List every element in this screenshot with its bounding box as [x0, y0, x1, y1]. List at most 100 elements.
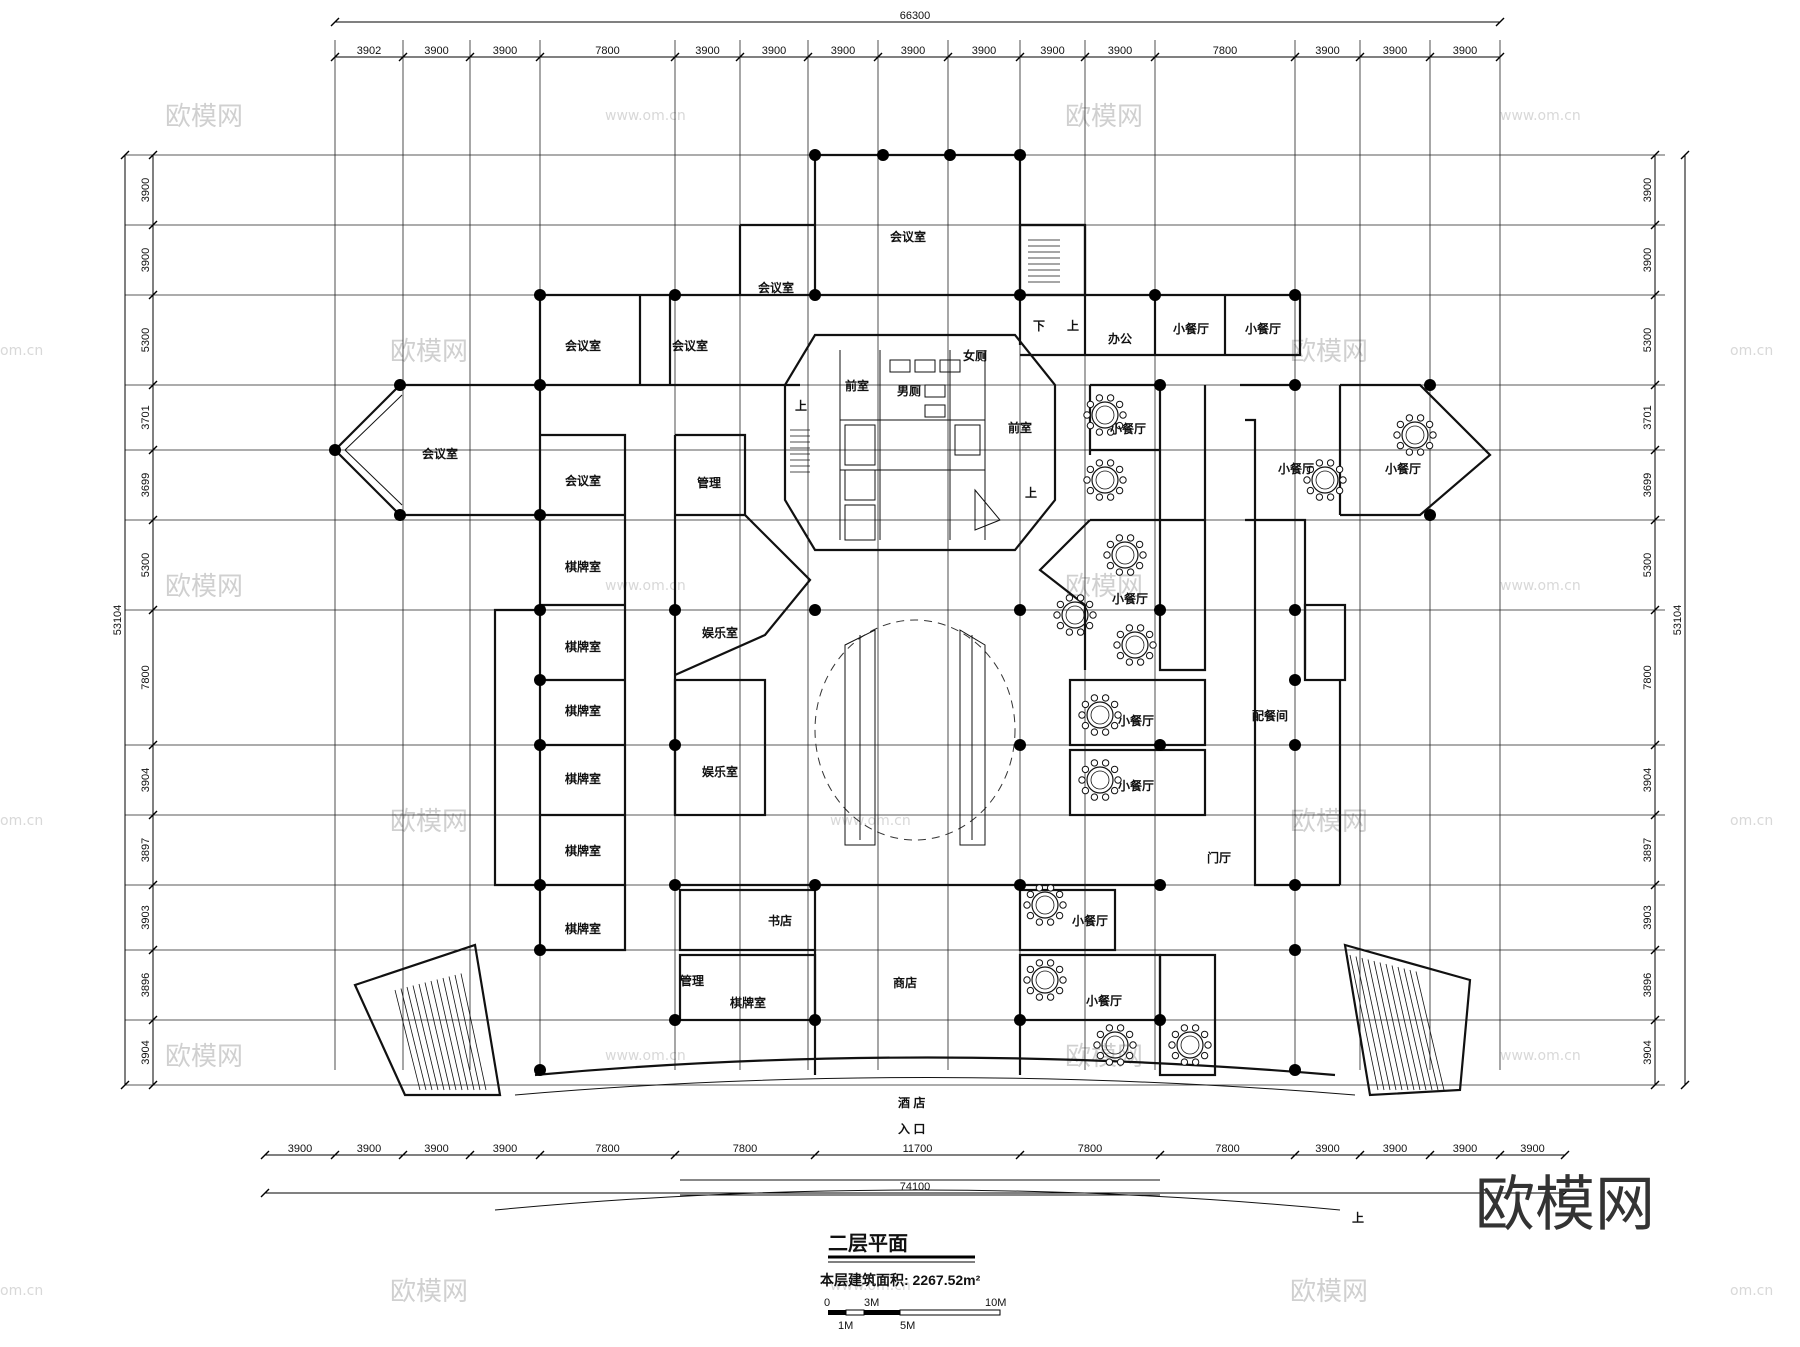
room-small-dining: 小餐厅	[1112, 591, 1148, 606]
room-small-dining: 小餐厅	[1072, 913, 1108, 928]
chair	[1046, 884, 1055, 892]
dining-table-top	[1315, 470, 1335, 490]
structural-column	[1014, 879, 1026, 891]
structural-column	[1149, 289, 1161, 301]
structural-column	[534, 1064, 546, 1076]
room-chess: 棋牌室	[565, 771, 601, 786]
chair	[1136, 658, 1145, 666]
chair	[1180, 1058, 1189, 1066]
chair	[1110, 721, 1119, 730]
chair	[1106, 493, 1115, 501]
structural-column	[1154, 879, 1166, 891]
chair	[1086, 486, 1095, 495]
label-stair-up: 上	[1025, 485, 1037, 500]
dim-top: 7800	[595, 45, 619, 57]
structural-column	[1014, 1014, 1026, 1026]
dining-table	[1121, 631, 1149, 659]
stair-tread	[418, 983, 445, 1091]
room-office: 办公	[1108, 331, 1132, 346]
dim-tick	[148, 445, 158, 455]
dim-tick	[1650, 290, 1660, 300]
structural-column	[809, 604, 821, 616]
dining-table	[1086, 766, 1114, 794]
dining-table-top	[1095, 405, 1115, 425]
structural-column	[534, 879, 546, 891]
dim-side: 5300	[140, 328, 152, 352]
chair	[1095, 493, 1104, 501]
dim-tick	[330, 52, 340, 62]
chair	[1056, 600, 1065, 609]
label-stair-down: 下	[1033, 319, 1045, 333]
dim-tick	[1650, 880, 1660, 890]
chair	[1135, 561, 1144, 570]
label-entrance: 入 口	[898, 1122, 925, 1136]
dim-tick	[120, 150, 130, 160]
stair-tread	[1373, 960, 1403, 1091]
dim-tick	[465, 1150, 475, 1160]
chair	[1078, 711, 1086, 719]
chair	[1055, 890, 1064, 899]
structural-column	[329, 444, 341, 456]
chair	[1046, 993, 1055, 1001]
dim-bottom: 3900	[1383, 1143, 1407, 1155]
chair	[1115, 400, 1124, 409]
chair	[1126, 534, 1135, 542]
dim-bottom-overall: 74100	[900, 1181, 931, 1193]
dining-table	[1176, 1031, 1204, 1059]
room-bookstore: 书店	[768, 913, 792, 928]
room-lobby: 门厅	[1207, 850, 1231, 865]
room-manage: 管理	[697, 475, 721, 490]
room-small-dining: 小餐厅	[1110, 421, 1146, 436]
stair-tread	[460, 973, 487, 1091]
stair-tread	[394, 989, 421, 1091]
chair	[1115, 534, 1124, 542]
dim-side: 3904	[140, 768, 152, 792]
watermark: 欧模网	[1290, 1277, 1368, 1307]
dim-bottom: 3900	[1453, 1143, 1477, 1155]
stair-tread	[400, 988, 427, 1091]
chair	[1303, 476, 1311, 484]
dim-tick	[670, 52, 680, 62]
dim-tick	[1560, 1188, 1570, 1198]
chair	[1096, 1030, 1105, 1039]
dim-tick	[1495, 1150, 1505, 1160]
dim-tick	[148, 150, 158, 160]
chair	[1171, 1051, 1180, 1060]
chair	[1200, 1030, 1209, 1039]
chair	[1093, 1041, 1101, 1049]
dim-tick	[1650, 945, 1660, 955]
stair-tread	[1349, 954, 1379, 1091]
chair	[1083, 476, 1091, 484]
dining-table-top	[1090, 770, 1110, 790]
structural-column	[809, 879, 821, 891]
scale-label: 0	[824, 1297, 830, 1309]
dim-side: 7800	[140, 665, 152, 689]
dim-bottom: 3900	[288, 1143, 312, 1155]
brand-watermark: 欧模网	[1475, 1170, 1655, 1240]
room-shop: 商店	[893, 975, 917, 990]
dining-table	[1111, 541, 1139, 569]
stair-tread	[454, 974, 481, 1091]
structural-column	[1289, 879, 1301, 891]
chair	[1168, 1041, 1176, 1049]
room-meeting-a: 会议室	[758, 280, 794, 295]
stair-tread	[442, 977, 469, 1091]
dim-side: 5300	[1642, 328, 1654, 352]
chair	[1335, 465, 1344, 474]
dining-table	[1311, 466, 1339, 494]
chair	[1090, 793, 1099, 801]
dim-side: 3904	[1642, 768, 1654, 792]
dim-side: 7800	[1642, 665, 1654, 689]
dim-tick	[1680, 1080, 1690, 1090]
chair	[1059, 901, 1067, 909]
structural-column	[1289, 1064, 1301, 1076]
dining-table	[1101, 1031, 1129, 1059]
structural-column	[669, 879, 681, 891]
structural-column	[1014, 604, 1026, 616]
dim-tick	[803, 52, 813, 62]
dim-side: 3896	[1642, 973, 1654, 997]
chair	[1149, 641, 1157, 649]
chair	[1110, 765, 1119, 774]
chair	[1053, 611, 1061, 619]
watermark: www.om.cn	[1500, 108, 1581, 124]
